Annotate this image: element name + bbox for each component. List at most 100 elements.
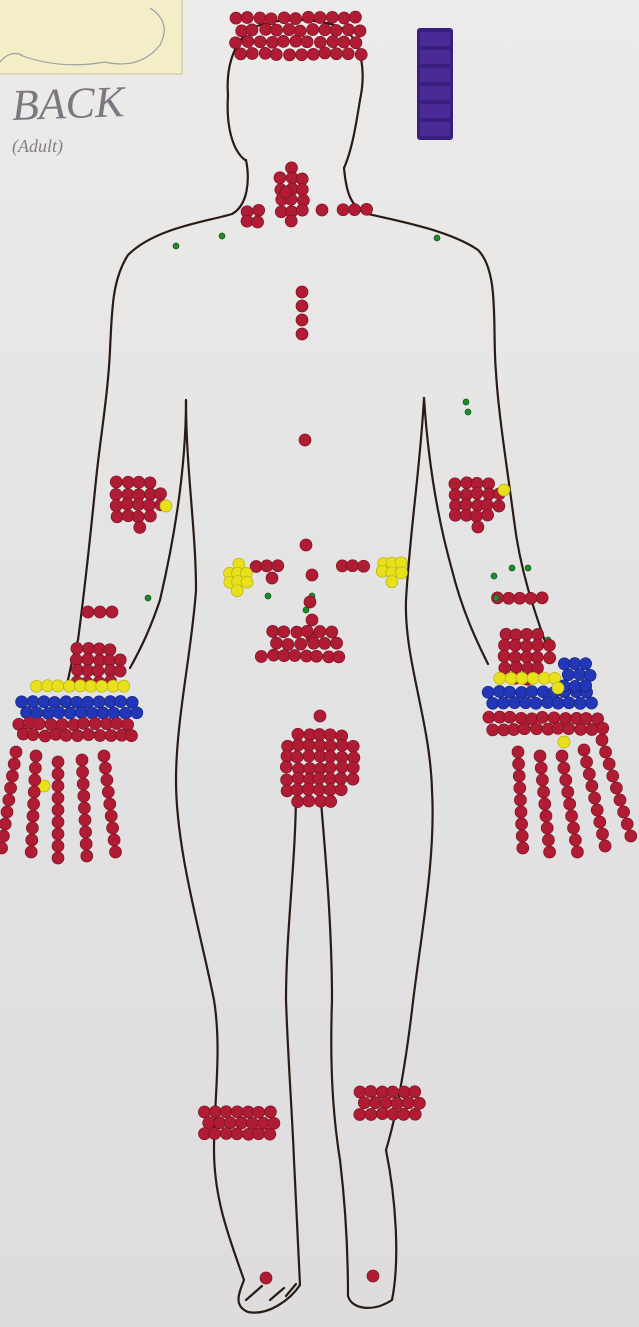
red-dot	[266, 572, 278, 584]
red-dot	[560, 774, 572, 786]
blue-dot	[86, 707, 98, 719]
red-dot	[3, 794, 15, 806]
red-dot	[564, 798, 576, 810]
red-dot	[313, 784, 325, 796]
blue-dot	[53, 707, 65, 719]
red-dot	[80, 838, 92, 850]
red-dot	[296, 286, 308, 298]
red-dot	[510, 661, 522, 673]
red-dot	[290, 35, 302, 47]
yellow-dot	[96, 680, 108, 692]
blue-dot	[552, 697, 564, 709]
red-dot	[568, 822, 580, 834]
red-dot	[361, 203, 373, 215]
red-dot	[60, 729, 72, 741]
yellow-dot	[52, 680, 64, 692]
red-dot	[314, 729, 326, 741]
red-dot	[516, 818, 528, 830]
red-dot	[586, 780, 598, 792]
red-dot	[449, 478, 461, 490]
red-dot	[304, 596, 316, 608]
red-dot	[365, 1109, 377, 1121]
red-dot	[308, 637, 320, 649]
red-dot	[307, 24, 319, 36]
red-dot	[282, 639, 294, 651]
red-dot	[566, 810, 578, 822]
red-dot	[330, 48, 342, 60]
red-dot	[336, 761, 348, 773]
red-dot	[347, 762, 359, 774]
red-dot	[575, 723, 587, 735]
red-dot	[610, 782, 622, 794]
red-dot	[122, 476, 134, 488]
red-dot	[342, 48, 354, 60]
red-dot	[319, 24, 331, 36]
red-dot	[121, 498, 133, 510]
red-dot	[387, 1086, 399, 1098]
red-dot	[82, 653, 94, 665]
red-dot	[327, 36, 339, 48]
red-dot	[503, 592, 515, 604]
red-dot	[253, 1128, 265, 1140]
red-dot	[376, 1108, 388, 1120]
red-dot	[409, 1108, 421, 1120]
blue-dot	[509, 697, 521, 709]
red-dot	[144, 477, 156, 489]
red-dot	[493, 500, 505, 512]
red-dot	[319, 47, 331, 59]
red-dot	[155, 488, 167, 500]
red-dot	[230, 12, 242, 24]
red-dot	[591, 804, 603, 816]
red-dot	[580, 713, 592, 725]
red-dot	[499, 639, 511, 651]
red-dot	[539, 798, 551, 810]
red-dot	[114, 665, 126, 677]
red-dot	[83, 729, 95, 741]
red-dot	[77, 766, 89, 778]
red-dot	[349, 204, 361, 216]
red-dot	[82, 606, 94, 618]
red-dot	[355, 49, 367, 61]
red-dot	[597, 722, 609, 734]
red-dot	[0, 818, 11, 830]
red-dot	[313, 773, 325, 785]
red-dot	[471, 487, 483, 499]
red-dot	[543, 639, 555, 651]
red-dot	[544, 652, 556, 664]
red-dot	[509, 639, 521, 651]
blue-dot	[97, 707, 109, 719]
red-dot	[589, 792, 601, 804]
blue-dot	[131, 707, 143, 719]
red-dot	[78, 717, 90, 729]
red-dot	[558, 762, 570, 774]
red-dot	[253, 204, 265, 216]
red-dot	[291, 751, 303, 763]
red-dot	[347, 740, 359, 752]
red-dot	[541, 822, 553, 834]
red-dot	[482, 509, 494, 521]
red-dot	[330, 25, 342, 37]
red-dot	[52, 816, 64, 828]
blue-dot	[42, 708, 54, 720]
red-dot	[325, 740, 337, 752]
red-dot	[110, 846, 122, 858]
red-dot	[292, 739, 304, 751]
red-dot	[449, 509, 461, 521]
red-dot	[307, 48, 319, 60]
red-dot	[354, 25, 366, 37]
red-dot	[316, 204, 328, 216]
red-dot	[78, 802, 90, 814]
red-dot	[291, 784, 303, 796]
red-dot	[265, 13, 277, 25]
red-dot	[402, 1097, 414, 1109]
red-dot	[235, 48, 247, 60]
red-dot	[260, 23, 272, 35]
blue-dot	[64, 707, 76, 719]
red-dot	[132, 499, 144, 511]
red-dot	[302, 783, 314, 795]
red-dot	[532, 629, 544, 641]
blue-dot	[93, 696, 105, 708]
red-dot	[472, 521, 484, 533]
red-dot	[105, 810, 117, 822]
